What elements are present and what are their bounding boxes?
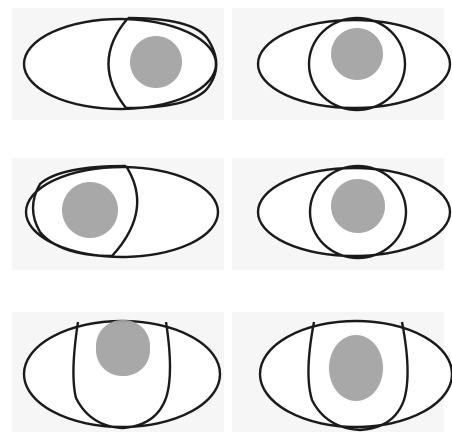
eye-panel-middle-right <box>232 158 450 270</box>
eye-panel-bottom-left <box>12 312 224 432</box>
pupil <box>329 335 383 401</box>
pupil <box>331 28 383 80</box>
pupil <box>130 36 182 88</box>
eye-panel-top-right <box>232 8 450 120</box>
pupil <box>331 179 385 233</box>
eye-panel-top-left <box>12 8 224 120</box>
eye-panel-bottom-right <box>232 312 452 432</box>
eye-outline <box>24 19 216 109</box>
pupil <box>62 182 118 238</box>
pupil <box>96 320 150 376</box>
eye-panel-middle-left <box>12 158 224 270</box>
